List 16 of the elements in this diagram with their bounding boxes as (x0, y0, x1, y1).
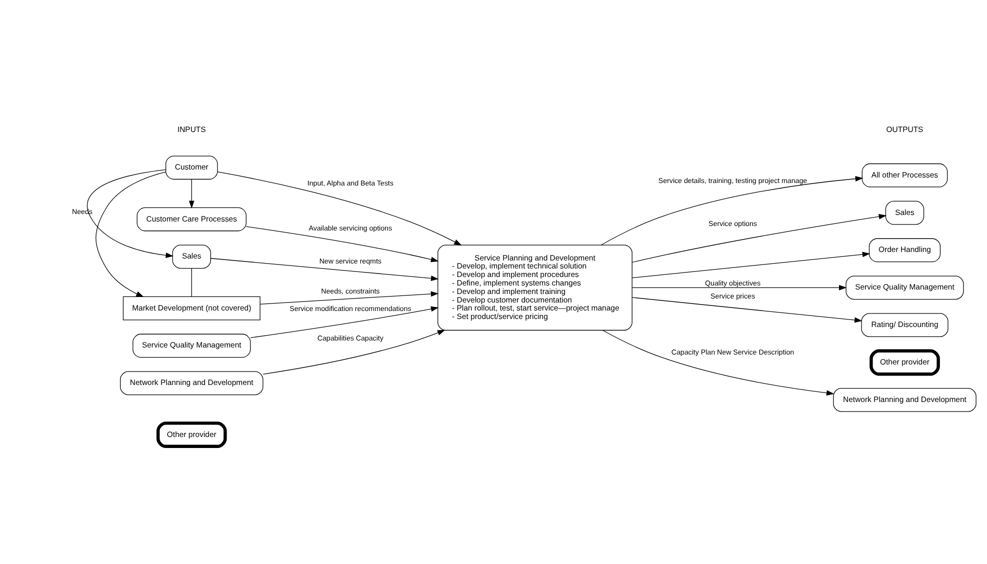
arrow (96, 171, 166, 297)
arrow (87, 168, 174, 258)
arrow (217, 171, 462, 245)
arrow (210, 258, 439, 280)
arrow (262, 329, 446, 374)
arrow (632, 251, 870, 278)
arrow (632, 284, 847, 290)
arrow (188, 178, 194, 208)
arrow (260, 290, 439, 304)
arrow (250, 306, 439, 338)
arrow (600, 176, 864, 245)
arrow (246, 226, 439, 262)
connector (191, 268, 192, 296)
arrow (632, 213, 887, 262)
arrow (632, 296, 862, 322)
arrow (602, 330, 834, 396)
